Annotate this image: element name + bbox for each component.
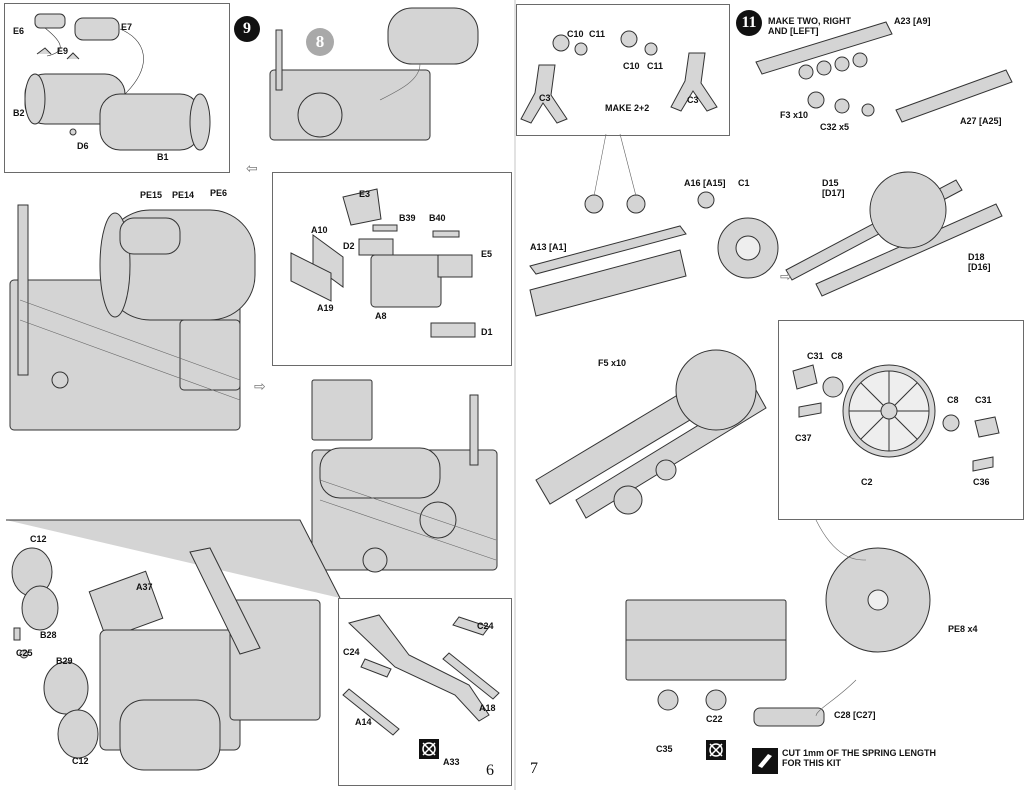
label-a33: A33 <box>443 757 460 767</box>
label-b1: B1 <box>157 152 169 162</box>
label-a23: A23 [A9] <box>894 16 931 26</box>
cabin-parts-box: E3 B39 B40 A10 D2 E5 A19 A8 D1 <box>272 172 512 366</box>
label-c31-right: C31 <box>975 395 992 405</box>
instruction-page-6: E6 E7 E9 B2 D6 B1 9 8 <box>4 3 512 786</box>
label-c3-right: C3 <box>687 95 699 105</box>
cut-knife-icon <box>752 748 778 774</box>
label-b29: B29 <box>56 656 73 666</box>
label-c10-left: C10 <box>567 29 584 39</box>
wheel-parts-drawing <box>792 364 1000 472</box>
label-c11-left: C11 <box>589 29 606 39</box>
label-b40: B40 <box>429 213 446 223</box>
tank-subassembly-box: E6 E7 E9 B2 D6 B1 <box>4 3 230 173</box>
label-b28: B28 <box>40 630 57 640</box>
make-two-right-left-note: MAKE TWO, RIGHT AND [LEFT] <box>768 16 851 36</box>
suspension-parts-drawing <box>342 614 500 736</box>
make-2-plus-2-note: MAKE 2+2 <box>605 103 650 113</box>
label-a16: A16 [A15] <box>684 178 726 188</box>
page-number: 6 <box>486 762 494 779</box>
label-c1: C1 <box>738 178 750 188</box>
label-e5: E5 <box>481 249 493 259</box>
cut-spring-note: CUT 1mm OF THE SPRING LENGTH FOR THIS KI… <box>782 748 937 768</box>
label-c28: C28 [C27] <box>834 710 876 720</box>
suspension-parts-box: C24 C24 A14 A18 A33 <box>338 598 512 786</box>
label-c8-left: C8 <box>831 351 843 361</box>
label-e3: E3 <box>359 189 371 199</box>
label-c8-right: C8 <box>947 395 959 405</box>
step-10-badge: 10 <box>242 534 268 560</box>
label-c37: C37 <box>795 433 812 443</box>
bracket-parts-drawing <box>520 30 718 124</box>
label-c24-left: C24 <box>343 647 360 657</box>
label-c3-left: C3 <box>539 93 551 103</box>
label-b39: B39 <box>399 213 416 223</box>
page-number: 7 <box>530 760 538 777</box>
cabin-parts-drawing <box>290 188 476 338</box>
label-c32: C32 x5 <box>820 122 850 132</box>
step-9-drawing <box>9 7 498 573</box>
label-e7: E7 <box>121 22 133 32</box>
label-a19: A19 <box>317 303 334 313</box>
label-c10-right: C10 <box>623 61 640 71</box>
label-a14: A14 <box>355 717 372 727</box>
label-f5: F5 x10 <box>598 358 627 368</box>
label-a13: A13 [A1] <box>530 242 567 252</box>
label-c24-right: C24 <box>477 621 494 631</box>
label-e9: E9 <box>57 46 69 56</box>
bracket-parts-box: C10 C11 C10 C11 C3 C3 MAKE 2+2 <box>516 4 730 136</box>
label-pe6: PE6 <box>210 188 228 198</box>
label-a27: A27 [A25] <box>960 116 1002 126</box>
flow-arrow-icon: ⇨ <box>254 378 266 394</box>
label-c25: C25 <box>16 648 33 658</box>
step-11-badge: 11 <box>736 10 762 36</box>
label-d6: D6 <box>77 141 89 151</box>
label-d18: D18 [D16] <box>968 252 991 272</box>
no-glue-icon <box>706 740 726 760</box>
label-pe14: PE14 <box>172 190 195 200</box>
label-a8: A8 <box>375 311 387 321</box>
label-a37: A37 <box>136 582 153 592</box>
label-c2: C2 <box>861 477 873 487</box>
no-glue-icon <box>419 739 439 759</box>
page-gutter <box>513 0 517 790</box>
flow-arrow-icon: ⇨ <box>780 268 792 284</box>
wheel-parts-box: C31 C8 C37 C8 C31 C2 C36 <box>778 320 1024 520</box>
label-e6: E6 <box>13 26 25 36</box>
instruction-page-7: C10 C11 C10 C11 C3 C3 MAKE 2+2 11 MAKE T… <box>516 0 1024 790</box>
label-c12-bottom: C12 <box>72 756 89 766</box>
label-pe15: PE15 <box>140 190 163 200</box>
label-f3: F3 x10 <box>780 110 809 120</box>
label-d2: D2 <box>343 241 355 251</box>
flow-arrow-icon: ⇦ <box>246 160 258 176</box>
label-c35: C35 <box>656 744 673 754</box>
label-c36: C36 <box>973 477 990 487</box>
label-d15: D15 [D17] <box>822 178 845 198</box>
label-a10: A10 <box>311 225 328 235</box>
label-a18: A18 <box>479 703 496 713</box>
step-8-reference-badge: 8 <box>306 28 334 56</box>
label-c11-right: C11 <box>647 61 664 71</box>
label-c31-left: C31 <box>807 351 824 361</box>
step-9-badge: 9 <box>234 16 260 42</box>
tank-subassembly-drawing <box>24 13 211 151</box>
label-c12-top: C12 <box>30 534 47 544</box>
label-pe8: PE8 x4 <box>948 624 978 634</box>
label-c22: C22 <box>706 714 723 724</box>
label-d1: D1 <box>481 327 493 337</box>
label-b2: B2 <box>13 108 25 118</box>
